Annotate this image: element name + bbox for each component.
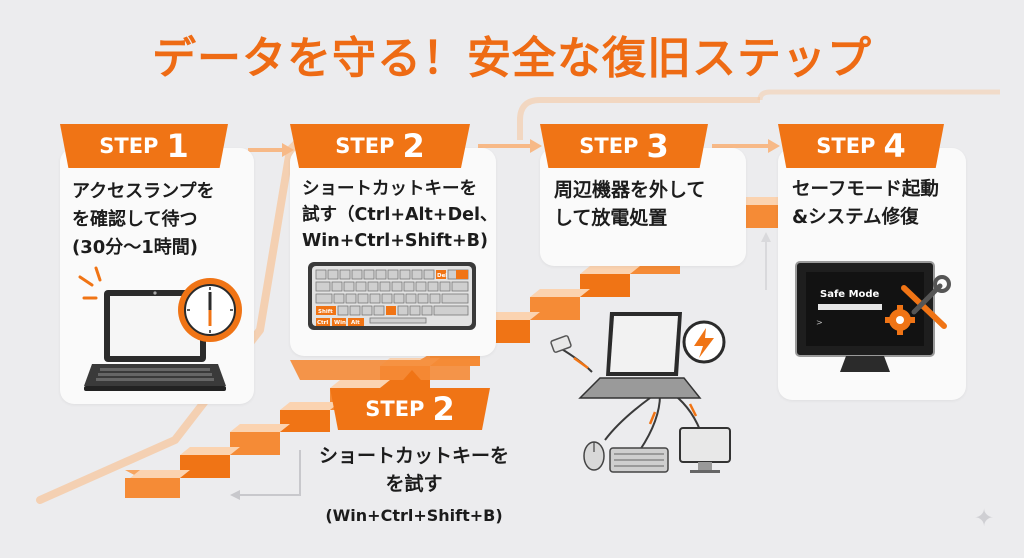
step-number: 1 [166,127,189,165]
step-number: 3 [646,127,669,165]
flow-path [36,136,304,504]
key-win: Win [334,320,346,326]
step-number: 2 [432,390,455,428]
key-shift: Shift [318,309,333,315]
step-number: 4 [883,127,906,165]
stairs-band [290,330,470,380]
page-title: データを守る！安全な復旧ステップ [152,33,872,84]
key-ctrl: Ctrl [317,320,328,326]
step-4-banner: STEP 4 [778,124,944,168]
step-1-text: アクセスランプを を確認して待つ (30分〜1時間) [72,181,215,258]
svg-text:>: > [816,318,823,327]
flow-path-right [757,89,1000,101]
step-2-alt-banner: STEP 2 [330,388,490,430]
safe-mode-label: Safe Mode [820,289,880,300]
step-2-banner: STEP 2 [290,124,470,168]
step-1-banner: STEP 1 [60,124,228,168]
step-2-alt-subtext: (Win+Ctrl+Shift+B) [325,506,503,525]
step-3-text: 周辺機器を外して して放電処置 [554,179,706,229]
return-arrow [240,450,301,496]
step-label: STEP [335,134,395,158]
step-3-banner: STEP 3 [540,124,708,168]
flow-path-top [517,97,760,140]
step-label: STEP [579,134,639,158]
step-number: 2 [402,127,425,165]
step-4-text: セーフモード起動 &システム修復 [792,179,939,228]
step-label: STEP [365,397,425,421]
sparkle-icon: ✦ [974,504,995,532]
step-2-alt-text: ショートカットキーを を試す [318,445,509,495]
step-2-text: ショートカットキーを 試す（Ctrl+Alt+Del、 Win+Ctrl+Shi… [302,179,498,251]
key-del: Del [437,273,447,279]
step-label: STEP [816,134,876,158]
key-alt: Alt [351,320,360,326]
step-label: STEP [99,134,159,158]
